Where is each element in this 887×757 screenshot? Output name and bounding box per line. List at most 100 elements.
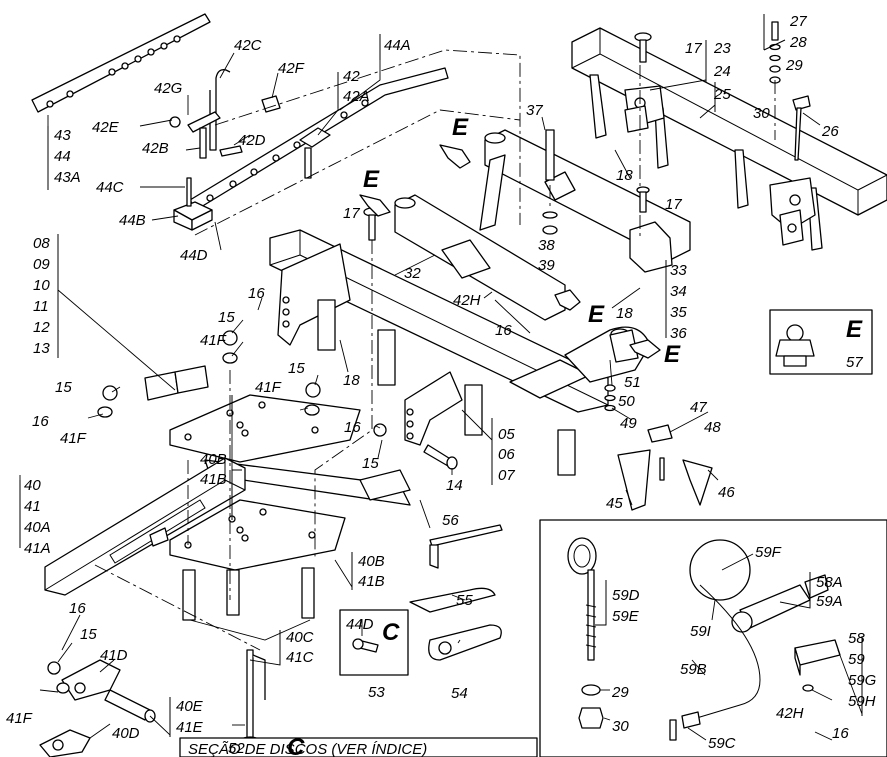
callout-label: 40B bbox=[200, 451, 227, 468]
callout-label: 29 bbox=[611, 684, 629, 701]
detail-letter-e: E bbox=[588, 301, 605, 328]
callout-label: 44D bbox=[180, 247, 208, 264]
callout-label: 41F bbox=[6, 710, 33, 727]
callout-label: 10 bbox=[33, 277, 50, 294]
callout-label: 29 bbox=[785, 57, 803, 74]
callout-label: 41B bbox=[200, 471, 227, 488]
callout-label: 42 bbox=[343, 68, 360, 85]
callout-label: 32 bbox=[404, 265, 421, 282]
callout-label: 41C bbox=[286, 649, 314, 666]
callout-label: 49 bbox=[620, 415, 637, 432]
callout-label: 34 bbox=[670, 283, 687, 300]
callout-label: 25 bbox=[713, 86, 731, 103]
callout-label: 17 bbox=[665, 196, 682, 213]
callout-labels: 27 28 29 30 26 17 23 24 25 42C 44A 42G 4… bbox=[6, 13, 877, 757]
callout-label: 35 bbox=[670, 304, 687, 321]
callout-label: 38 bbox=[538, 237, 555, 254]
callout-label: 13 bbox=[33, 340, 50, 357]
detail-arrows bbox=[359, 144, 661, 359]
hitch-channel bbox=[144, 365, 411, 506]
clevis-41D bbox=[39, 659, 156, 757]
callout-label: 55 bbox=[456, 592, 473, 609]
callout-label: 59I bbox=[690, 623, 711, 640]
callout-label: 28 bbox=[789, 34, 807, 51]
detail-C-53 bbox=[339, 609, 409, 676]
callout-label: 44A bbox=[384, 37, 411, 54]
callout-label: 30 bbox=[612, 718, 629, 735]
pin-17-top bbox=[634, 32, 652, 63]
callout-label: 40 bbox=[24, 477, 41, 494]
callout-label: 41A bbox=[24, 540, 51, 557]
disc-blades-45-46 bbox=[617, 424, 713, 511]
callout-label: 06 bbox=[498, 446, 515, 463]
callout-label: 16 bbox=[32, 413, 49, 430]
hydraulic-kit-box bbox=[539, 519, 887, 757]
callout-label: 05 bbox=[498, 426, 515, 443]
bolt-stack-27-30 bbox=[763, 14, 811, 161]
callout-label: 12 bbox=[33, 319, 50, 336]
callout-label: 41E bbox=[176, 719, 204, 736]
callout-label: 18 bbox=[343, 372, 360, 389]
callout-label: 40E bbox=[176, 698, 204, 715]
callout-label: 58A bbox=[816, 574, 843, 591]
callout-label: 54 bbox=[451, 685, 468, 702]
callout-label: 16 bbox=[344, 419, 361, 436]
callout-label: 08 bbox=[33, 235, 50, 252]
drawbar-40 bbox=[44, 457, 246, 596]
callout-label: 59E bbox=[612, 608, 640, 625]
rear-bar-assembly bbox=[571, 27, 887, 251]
callout-label: 41F bbox=[255, 379, 282, 396]
callout-label: 16 bbox=[832, 725, 849, 742]
pin-52 bbox=[241, 649, 266, 744]
callout-label: 24 bbox=[713, 63, 731, 80]
callout-label: 41B bbox=[358, 573, 385, 590]
callout-label: 47 bbox=[690, 399, 707, 416]
callout-label: 16 bbox=[495, 322, 512, 339]
callout-label: 16 bbox=[69, 600, 86, 617]
callout-label: 26 bbox=[821, 123, 839, 140]
nuts-15 bbox=[47, 330, 387, 694]
callout-label: 33 bbox=[670, 262, 687, 279]
callout-label: 41F bbox=[60, 430, 87, 447]
callout-label: 40C bbox=[286, 629, 314, 646]
callout-label: 18 bbox=[616, 305, 633, 322]
callout-label: 59C bbox=[708, 735, 736, 752]
callout-label: 57 bbox=[846, 354, 863, 371]
callout-label: 30 bbox=[753, 105, 770, 122]
callout-label: 58 bbox=[848, 630, 865, 647]
callout-label: 44B bbox=[119, 212, 146, 229]
callout-label: 53 bbox=[368, 684, 385, 701]
callout-label: 40B bbox=[358, 553, 385, 570]
detail-letter-c: C bbox=[287, 734, 305, 757]
callout-label: 18 bbox=[616, 167, 633, 184]
callout-label: 42E bbox=[92, 119, 120, 136]
callout-label: 11 bbox=[33, 298, 49, 315]
callout-label: 48 bbox=[704, 419, 721, 436]
callout-label: 07 bbox=[498, 467, 515, 484]
callout-label: 44C bbox=[96, 179, 124, 196]
callout-label: 43A bbox=[54, 169, 81, 186]
link-bar-44A bbox=[189, 67, 449, 211]
callout-label: 43 bbox=[54, 127, 71, 144]
callout-label: 41D bbox=[100, 647, 128, 664]
detail-letter-e: E bbox=[664, 341, 681, 368]
callout-label: 59F bbox=[755, 544, 782, 561]
callout-label: 15 bbox=[80, 626, 97, 643]
callout-label: 46 bbox=[718, 484, 735, 501]
bolt-37 bbox=[542, 129, 558, 235]
top-link-bar-43 bbox=[31, 13, 211, 113]
callout-label: 59B bbox=[680, 661, 707, 678]
callout-label: 41F bbox=[200, 332, 227, 349]
swing-tube-assembly bbox=[394, 129, 691, 321]
main-frame bbox=[269, 229, 651, 476]
callout-label: 15 bbox=[288, 360, 305, 377]
callout-label: 37 bbox=[526, 102, 543, 119]
callout-label: 42C bbox=[234, 37, 262, 54]
callout-label: 23 bbox=[713, 40, 731, 57]
detail-letter-e: E bbox=[452, 114, 469, 141]
callout-label: 59A bbox=[816, 593, 843, 610]
callout-label: 42A bbox=[343, 88, 370, 105]
title-box: SEÇÃO DE DISCOS (VER ÍNDICE) bbox=[179, 737, 538, 757]
alignment-lines bbox=[94, 49, 776, 651]
